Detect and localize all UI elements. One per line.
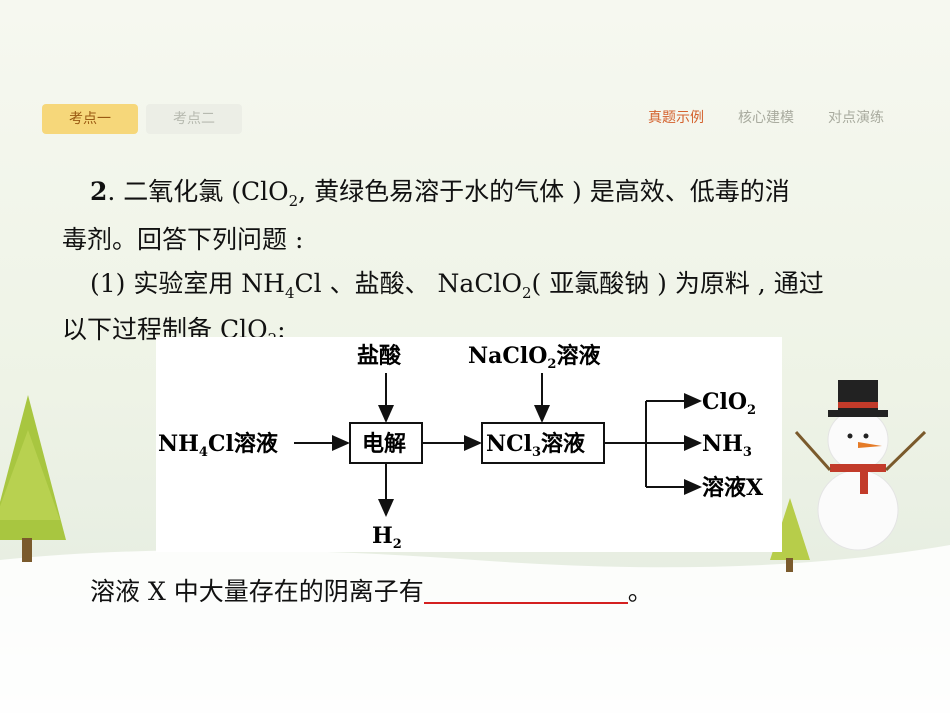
label-h2: H2 (372, 523, 402, 552)
tab-kaodian-2[interactable]: 考点二 (146, 104, 242, 134)
answer-blank[interactable] (423, 580, 628, 604)
tab-kaodian-1[interactable]: 考点一 (42, 104, 138, 134)
answer-line: 溶液 X 中大量存在的阴离子有。 (90, 577, 653, 606)
question-line-2: 毒剂。回答下列问题 : (62, 225, 304, 254)
snowman (794, 380, 927, 551)
pine-tree-left (0, 395, 66, 562)
process-flow-diagram: 盐酸 NaClO2溶液 NH4Cl溶液 电解 NCl3溶液 H2 ClO2 NH… (156, 337, 782, 552)
nav-core-modeling[interactable]: 核心建模 (738, 110, 794, 126)
label-hcl: 盐酸 (357, 343, 402, 369)
nav-practice[interactable]: 对点演练 (828, 110, 884, 126)
label-nh4cl: NH4Cl溶液 (158, 431, 278, 460)
nav-real-examples[interactable]: 真题示例 (648, 110, 704, 126)
label-electrolysis: 电解 (362, 431, 406, 457)
label-nh3: NH3 (702, 431, 752, 460)
label-clo2: ClO2 (702, 389, 756, 418)
label-naclo2: NaClO2溶液 (468, 343, 600, 372)
label-ncl3: NCl3溶液 (486, 431, 585, 460)
label-solution-x: 溶液X (702, 475, 764, 501)
part1-line-1: (1) 实验室用 NH4Cl 、盐酸、 NaClO2( 亚氯酸钠 ) 为原料 ,… (90, 269, 824, 302)
question-line-1: 2. 二氧化氯 (ClO2, 黄绿色易溶于水的气体 ) 是高效、低毒的消 (90, 177, 790, 210)
question-number: 2 (90, 177, 108, 206)
